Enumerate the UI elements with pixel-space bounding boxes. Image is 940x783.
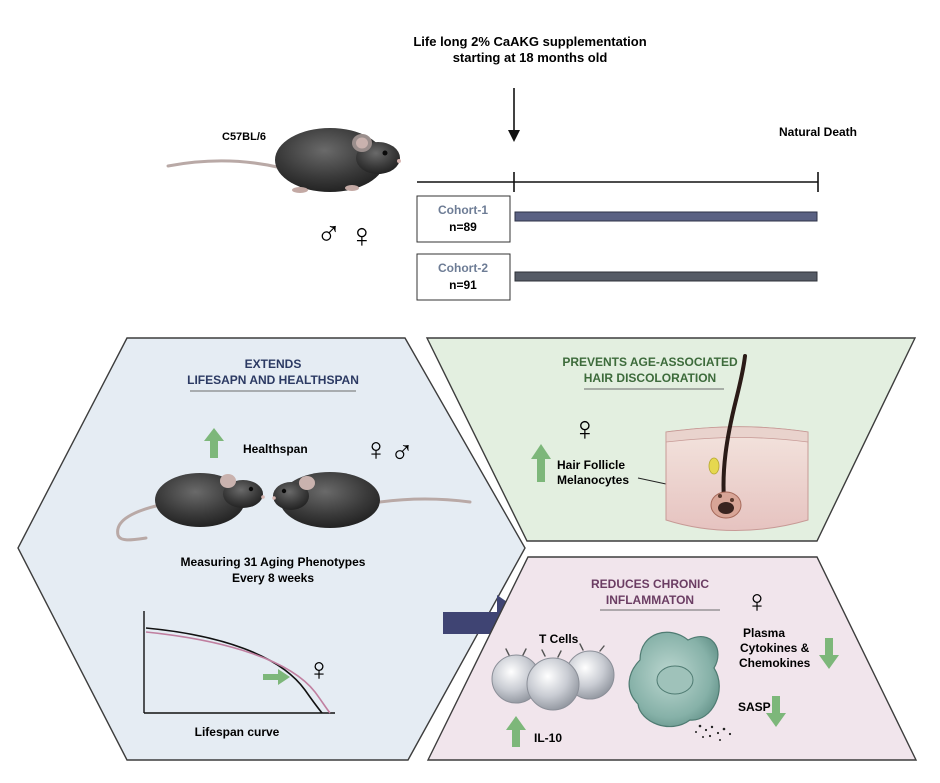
mouse-icon xyxy=(272,472,472,528)
hair-title-line2: HAIR DISCOLORATION xyxy=(584,371,716,385)
tcells-label: T Cells xyxy=(539,632,579,646)
lifespan-panel-bg xyxy=(17,337,526,761)
male-symbol: ♂ xyxy=(390,434,414,470)
healthspan-label: Healthspan xyxy=(243,442,308,456)
natural-death-label: Natural Death xyxy=(779,125,857,139)
hair-label-line1: Hair Follicle xyxy=(557,458,625,472)
inflammation-title-line2: INFLAMMATON xyxy=(606,593,694,607)
hair-label-line2: Melanocytes xyxy=(557,473,629,487)
healthspan-up-arrow xyxy=(204,428,224,458)
cohort-1-bar xyxy=(514,211,818,222)
cohort-1-name: Cohort-1 xyxy=(438,203,488,217)
treated-curve xyxy=(145,631,331,714)
hair-panel: PREVENTS AGE-ASSOCIATED HAIR DISCOLORATI… xyxy=(425,337,917,542)
t-cell-icon xyxy=(491,643,615,711)
female-symbol: ♀ xyxy=(572,410,598,448)
lifespan-panel: EXTENDS LIFESAPN AND HEALTHSPAN Healthsp… xyxy=(17,337,526,761)
female-symbol: ♀ xyxy=(364,431,388,467)
cohort-1-n: n=89 xyxy=(449,220,477,234)
hair-title-line1: PREVENTS AGE-ASSOCIATED xyxy=(562,355,738,369)
cohort-2-box: Cohort-2 n=91 xyxy=(416,253,511,301)
lifespan-title-line1: EXTENDS xyxy=(245,357,302,371)
measure-line2: Every 8 weeks xyxy=(232,571,314,585)
il10-label: IL-10 xyxy=(534,731,562,745)
il10-up-arrow xyxy=(506,716,526,747)
plasma-line1: Plasma xyxy=(743,626,785,640)
lifespan-curve-label: Lifespan curve xyxy=(195,725,280,739)
timeline-section: Life long 2% CaAKG supplementation start… xyxy=(166,34,857,301)
measure-line1: Measuring 31 Aging Phenotypes xyxy=(181,555,366,569)
cohort-2-n: n=91 xyxy=(449,278,477,292)
supplement-label-line1: Life long 2% CaAKG supplementation xyxy=(413,34,646,49)
shift-right-arrow xyxy=(263,669,290,685)
mouse-icon xyxy=(166,128,401,193)
sasp-label: SASP xyxy=(738,700,771,714)
lifespan-title-line2: LIFESAPN AND HEALTHSPAN xyxy=(187,373,359,387)
hair-follicle-icon xyxy=(665,354,809,531)
lifespan-curve-plot xyxy=(143,611,335,714)
strain-label: C57BL/6 xyxy=(222,131,266,143)
female-symbol: ♀ xyxy=(307,651,331,687)
melanocyte-up-arrow xyxy=(531,444,551,482)
control-curve xyxy=(145,627,323,714)
female-symbol: ♀ xyxy=(745,583,769,619)
cytokines-down-arrow xyxy=(819,638,839,669)
inflammation-panel: REDUCES CHRONIC INFLAMMATON ♀ T Cells IL… xyxy=(426,556,918,761)
cohort-1-box: Cohort-1 n=89 xyxy=(416,195,511,243)
inflammation-title-line1: REDUCES CHRONIC xyxy=(591,577,709,591)
sasp-down-arrow xyxy=(766,696,786,727)
female-symbol: ♀ xyxy=(349,217,375,255)
male-symbol: ♂ xyxy=(316,215,342,253)
supplement-label-line2: starting at 18 months old xyxy=(453,50,608,65)
cohort-2-bar xyxy=(514,271,818,282)
timeline-axis xyxy=(417,172,819,192)
senescent-cell-icon xyxy=(628,631,732,741)
mouse-icon xyxy=(116,473,265,542)
start-arrow xyxy=(508,88,520,142)
plasma-line2: Cytokines & xyxy=(740,641,810,655)
plasma-line3: Chemokines xyxy=(739,656,811,670)
cohort-2-name: Cohort-2 xyxy=(438,261,488,275)
